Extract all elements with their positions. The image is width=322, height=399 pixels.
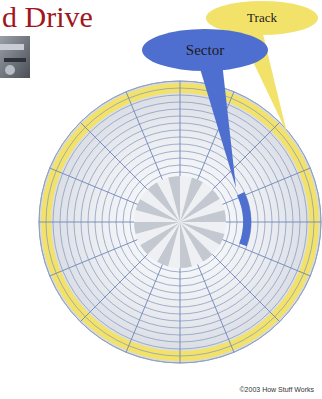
hub-wedge bbox=[180, 222, 192, 268]
callout-text-wrap: Track bbox=[247, 10, 277, 26]
drive-photo bbox=[0, 36, 30, 78]
sector-line bbox=[226, 222, 321, 223]
hub-wedge bbox=[134, 222, 180, 234]
sector-line bbox=[80, 122, 147, 189]
sector-callout: Sector bbox=[142, 29, 268, 71]
sector-line bbox=[50, 168, 138, 204]
sector-line bbox=[198, 264, 234, 352]
copyright-note: ©2003 How Stuff Works bbox=[239, 386, 314, 393]
callout-label: Track bbox=[247, 10, 277, 26]
platter bbox=[39, 81, 321, 363]
sector-line bbox=[180, 268, 181, 363]
sector-pointer bbox=[198, 62, 236, 188]
sector-line bbox=[213, 255, 280, 322]
sector-line bbox=[126, 264, 162, 352]
highlighted-sector bbox=[237, 192, 251, 246]
sector-line bbox=[50, 240, 138, 276]
sector-line bbox=[222, 240, 310, 276]
track-line bbox=[39, 81, 321, 363]
track-lines bbox=[39, 81, 321, 363]
hub-wedge bbox=[168, 176, 180, 222]
callout-text-wrap: Sector bbox=[186, 42, 224, 59]
sector-line bbox=[180, 81, 181, 176]
sector-line bbox=[126, 92, 162, 180]
sector-lines bbox=[39, 81, 321, 363]
callout-label: Sector bbox=[186, 42, 224, 59]
sector-line bbox=[80, 255, 147, 322]
hub-wedge bbox=[180, 210, 226, 222]
slide-title: d Drive bbox=[2, 0, 93, 34]
sector-line bbox=[39, 222, 134, 223]
spindle-hub bbox=[134, 176, 226, 268]
